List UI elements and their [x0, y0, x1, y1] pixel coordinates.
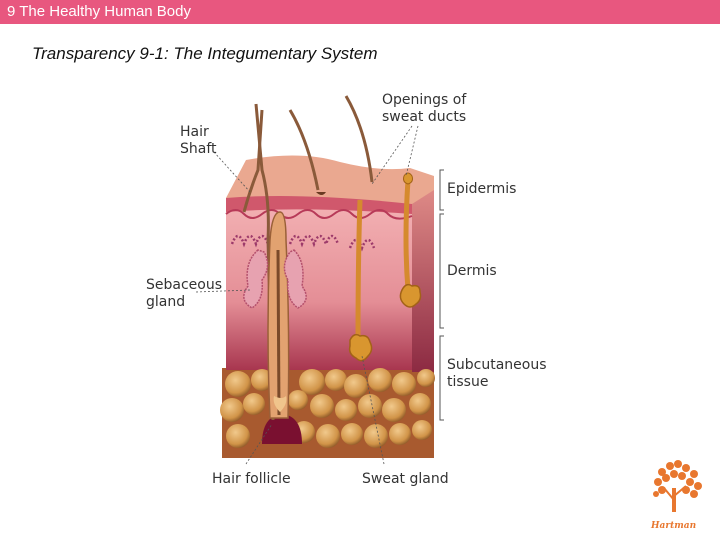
fat-cells — [220, 368, 435, 448]
dermis-side-face — [412, 186, 434, 372]
dermal-papillae — [225, 209, 413, 220]
layer-brackets — [439, 169, 444, 421]
label-sebaceous-line1: Sebaceous — [146, 277, 223, 293]
capillary-loops — [230, 234, 376, 252]
label-subcutaneous-line2: tissue — [447, 374, 489, 390]
label-hair-shaft-line2: Shaft — [180, 141, 217, 157]
sweat-duct-middle — [348, 199, 373, 362]
label-hair-shaft-line1: Hair — [180, 124, 209, 140]
label-sweat-openings: Openings of sweat ducts — [382, 92, 466, 126]
tree-of-hearts-icon — [653, 460, 702, 512]
hair-shaft-left — [242, 109, 264, 213]
sweat-duct-right — [399, 172, 422, 308]
hartman-logo-wordmark: Hartman — [651, 521, 697, 531]
label-epidermis: Epidermis — [447, 181, 517, 197]
label-sebaceous-gland: Sebaceous gland — [146, 277, 222, 311]
label-subcutaneous-tissue: Subcutaneous tissue — [447, 357, 547, 391]
label-sweat-gland: Sweat gland — [362, 471, 449, 487]
leader-lines — [195, 125, 419, 465]
label-sweat-openings-line2: sweat ducts — [382, 109, 467, 125]
slide-title: Transparency 9-1: The Integumentary Syst… — [32, 44, 378, 63]
label-hair-shaft: Hair Shaft — [180, 124, 217, 158]
header-bar: 9 The Healthy Human Body — [0, 0, 720, 24]
epidermis-surface — [226, 155, 434, 206]
hair-follicle-bulb — [262, 414, 302, 444]
header-title: 9 The Healthy Human Body — [7, 3, 191, 20]
hair-follicle — [254, 103, 290, 421]
label-subcutaneous-line1: Subcutaneous — [447, 357, 547, 373]
hair-shaft-right — [344, 95, 374, 183]
label-dermis: Dermis — [447, 263, 497, 279]
hair-pore — [316, 192, 326, 195]
hair-shaft-middle — [288, 109, 320, 191]
sebaceous-gland — [243, 249, 307, 309]
label-hair-follicle: Hair follicle — [212, 471, 291, 487]
label-sebaceous-line2: gland — [146, 294, 186, 310]
label-sweat-openings-line1: Openings of — [382, 92, 467, 108]
